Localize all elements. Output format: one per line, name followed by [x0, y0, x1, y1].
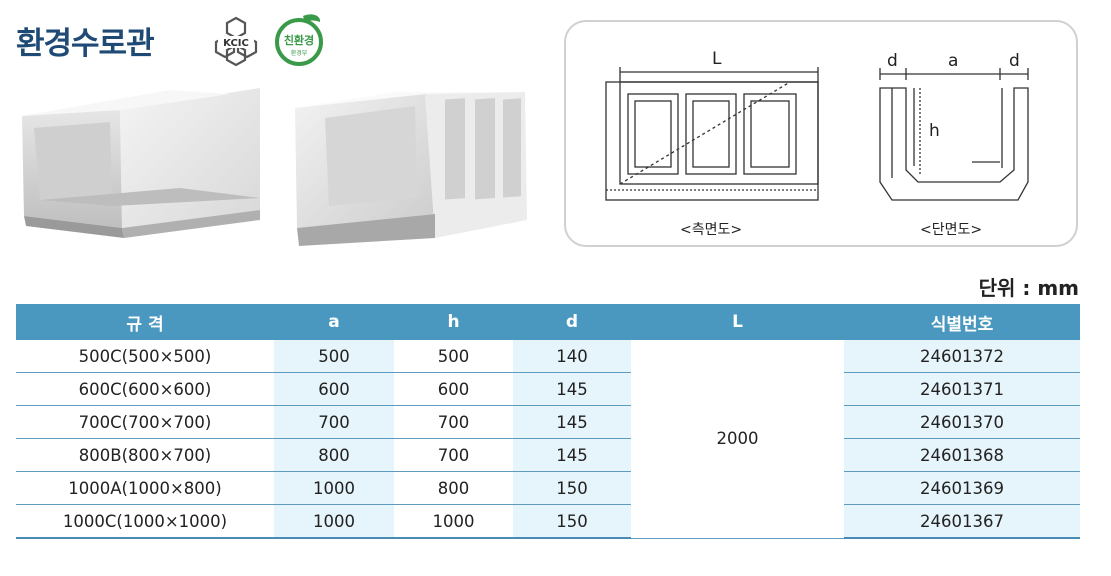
spec-table: 규 격 a h d L 식별번호 500C(500×500) 500 500 1…	[16, 304, 1080, 539]
cell-id: 24601371	[844, 372, 1080, 406]
product-photo-u-flume	[22, 88, 260, 238]
kcic-text: KCIC	[223, 38, 249, 49]
dim-label-d-right: d	[1009, 51, 1020, 71]
cell-h: 700	[394, 405, 513, 439]
cell-id: 24601370	[844, 405, 1080, 439]
dim-label-h: h	[929, 121, 940, 141]
table-header-row: 규 격 a h d L 식별번호	[16, 304, 1080, 340]
header-id: 식별번호	[844, 304, 1080, 340]
cell-h: 700	[394, 438, 513, 472]
product-photo-ribbed-flume	[295, 92, 527, 246]
drawing-panel	[564, 20, 1078, 247]
cell-spec: 800B(800×700)	[16, 438, 274, 472]
cell-h: 1000	[394, 504, 513, 539]
cell-a: 800	[274, 438, 394, 472]
table-row: 800B(800×700) 800 700 145 24601368	[16, 438, 1080, 472]
cell-a: 500	[274, 340, 394, 373]
cell-L: 2000	[631, 340, 844, 539]
cell-a: 1000	[274, 504, 394, 539]
cell-d: 150	[513, 504, 631, 539]
cell-spec: 1000A(1000×800)	[16, 471, 274, 505]
cell-spec: 700C(700×700)	[16, 405, 274, 439]
cell-a: 1000	[274, 471, 394, 505]
header-a: a	[274, 304, 394, 340]
header-L: L	[631, 304, 844, 340]
table-row: 1000A(1000×800) 1000 800 150 24601369	[16, 471, 1080, 505]
cell-h: 500	[394, 340, 513, 373]
header-h: h	[394, 304, 513, 340]
cell-spec: 1000C(1000×1000)	[16, 504, 274, 539]
table-row: 700C(700×700) 700 700 145 24601370	[16, 405, 1080, 439]
cell-id: 24601367	[844, 504, 1080, 539]
dim-label-a: a	[948, 51, 958, 71]
table-row: 600C(600×600) 600 600 145 24601371	[16, 372, 1080, 406]
side-view-caption: <측면도>	[680, 222, 743, 238]
cell-id: 24601369	[844, 471, 1080, 505]
cell-d: 150	[513, 471, 631, 505]
cell-d: 145	[513, 438, 631, 472]
page-title: 환경수로관	[16, 26, 155, 62]
technical-drawing: L d a d h	[605, 49, 1029, 201]
cell-h: 800	[394, 471, 513, 505]
eco-subtext: 환경부	[291, 49, 308, 57]
cell-spec: 600C(600×600)	[16, 372, 274, 406]
table-row: 500C(500×500) 500 500 140 2000 24601372	[16, 340, 1080, 539]
eco-friendly-logo: 친환경 환경부	[275, 14, 323, 66]
header-spec: 규 격	[16, 304, 274, 340]
dim-label-d-left: d	[887, 51, 898, 71]
cell-id: 24601368	[844, 438, 1080, 472]
cell-d: 145	[513, 405, 631, 439]
cell-d: 140	[513, 340, 631, 373]
cell-a: 600	[274, 372, 394, 406]
cell-d: 145	[513, 372, 631, 406]
table-row: 1000C(1000×1000) 1000 1000 150 24601367	[16, 504, 1080, 539]
unit-label: 단위 : mm	[978, 276, 1079, 300]
cell-spec: 500C(500×500)	[16, 340, 274, 373]
dim-label-L: L	[712, 49, 722, 69]
cell-id: 24601372	[844, 340, 1080, 373]
section-view-caption: <단면도>	[920, 222, 983, 238]
kcic-certification-logo: KCIC	[214, 16, 258, 67]
eco-text: 친환경	[284, 33, 314, 47]
header-d: d	[513, 304, 631, 340]
cell-a: 700	[274, 405, 394, 439]
cell-h: 600	[394, 372, 513, 406]
